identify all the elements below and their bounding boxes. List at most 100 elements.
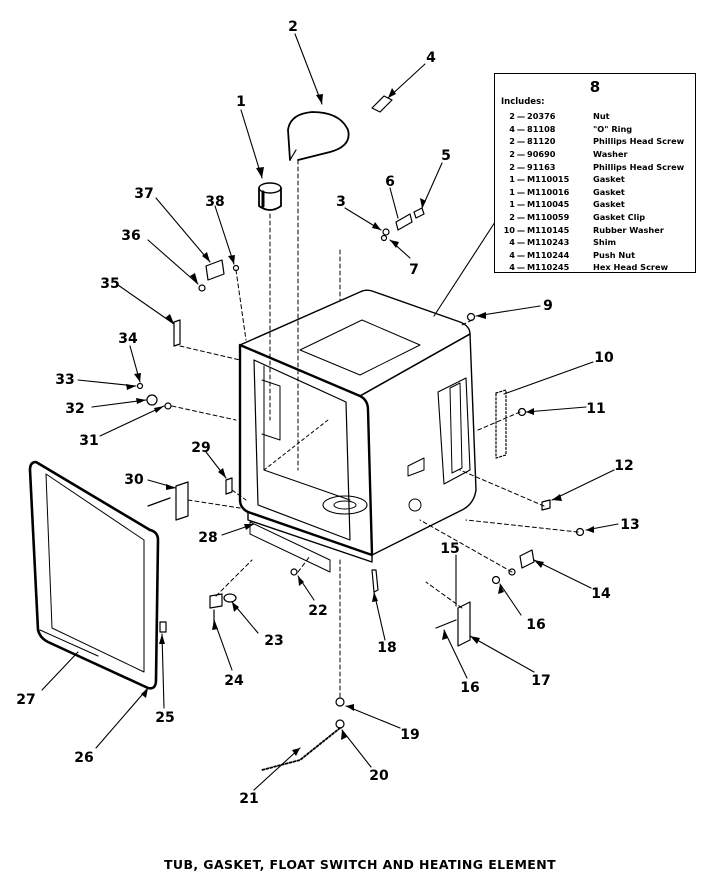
parts-list-row: 2—M110059 Gasket Clip — [501, 211, 695, 224]
part-number: 81108 — [527, 123, 556, 134]
parts-list-row: 2—20376 Nut — [501, 110, 695, 123]
part-dash: — — [516, 149, 526, 160]
callout-26: 26 — [74, 750, 93, 766]
part-quantity: 2 — [509, 161, 515, 172]
part-quantity: 1 — [509, 174, 515, 185]
callout-3: 3 — [336, 194, 346, 210]
part-quantity: 10 — [503, 224, 515, 235]
callout-5: 5 — [441, 148, 451, 164]
part-dash: — — [516, 224, 526, 235]
part-quantity: 4 — [509, 249, 515, 260]
door-gasket-drawing — [28, 460, 160, 690]
callout-38: 38 — [205, 194, 224, 210]
part-quantity: 4 — [509, 262, 515, 273]
part-dash: — — [516, 249, 526, 260]
parts-list-row: 2—90690 Washer — [501, 148, 695, 161]
tub-drawing — [238, 289, 477, 573]
arrowheads — [126, 88, 594, 756]
callout-25: 25 — [155, 710, 174, 726]
heating-element-drawing — [287, 111, 350, 161]
part-quantity: 1 — [509, 199, 515, 210]
parts-list-row: 1—M110015 Gasket — [501, 173, 695, 186]
part-quantity: 4 — [509, 237, 515, 248]
part-description: Hex Head Screw — [593, 262, 669, 273]
callout-17: 17 — [531, 673, 550, 689]
callout-13: 13 — [620, 517, 639, 533]
callout-33: 33 — [55, 372, 74, 388]
callout-35: 35 — [100, 276, 119, 292]
small-parts-drawing — [136, 95, 585, 771]
parts-list-row: 4—81108"O" Ring — [501, 123, 695, 136]
part-dash: — — [516, 212, 526, 223]
float-drawing — [258, 182, 282, 211]
part-dash: — — [516, 174, 526, 185]
part-number: M110045 — [527, 199, 570, 210]
callout-21: 21 — [239, 791, 258, 807]
callout-31: 31 — [79, 433, 98, 449]
callout-19: 19 — [400, 727, 419, 743]
part-dash: — — [516, 111, 526, 122]
callout-36: 36 — [121, 228, 140, 244]
callout-37: 37 — [134, 186, 153, 202]
part-quantity: 2 — [509, 212, 515, 223]
callout-24: 24 — [224, 673, 244, 689]
part-number: M110016 — [527, 186, 570, 197]
part-dash: — — [516, 161, 526, 172]
part-description: Push Nut — [593, 249, 635, 260]
callout-4: 4 — [426, 50, 436, 66]
part-number: M110245 — [527, 262, 570, 273]
callout-2: 2 — [288, 19, 298, 35]
callout-22: 22 — [308, 603, 327, 619]
callout-18: 18 — [377, 640, 396, 656]
part-number: M110145 — [527, 224, 570, 235]
part-description: Phillips Head Screw — [593, 161, 685, 172]
part-quantity: 2 — [509, 149, 515, 160]
parts-list-row: 10—M110145 Rubber Washer — [501, 223, 695, 236]
callout-9: 9 — [543, 298, 553, 314]
part-description: Gasket Clip — [593, 212, 646, 223]
part-quantity: 2 — [509, 111, 515, 122]
part-description: Rubber Washer — [593, 224, 664, 235]
callout-28: 28 — [198, 530, 217, 546]
part-number: 20376 — [527, 111, 556, 122]
part-number: 81120 — [527, 136, 556, 147]
callout-numbers: 1 2 3 4 5 6 7 9 10 11 12 13 14 15 16 16 … — [16, 19, 639, 807]
part-description: Shim — [593, 237, 617, 248]
callout-6: 6 — [385, 174, 395, 190]
part-description: Gasket — [593, 199, 625, 210]
callout-11: 11 — [586, 401, 605, 417]
part-description: Washer — [593, 149, 628, 160]
callout-23: 23 — [264, 633, 283, 649]
part-description: Gasket — [593, 174, 625, 185]
callout-29: 29 — [191, 440, 210, 456]
callout-8: 8 — [589, 78, 601, 96]
callout-7: 7 — [409, 262, 419, 278]
part-description: "O" Ring — [593, 123, 633, 134]
callout-34: 34 — [118, 331, 138, 347]
part-number: M110015 — [527, 174, 570, 185]
part-quantity: 4 — [509, 123, 515, 134]
part-description: Phillips Head Screw — [593, 136, 685, 147]
part-description: Gasket — [593, 186, 625, 197]
includes-heading: Includes: — [501, 97, 545, 107]
part-description: Nut — [593, 111, 610, 122]
part-number: M110059 — [527, 212, 570, 223]
part-number: 90690 — [527, 149, 556, 160]
callout-27: 27 — [16, 692, 35, 708]
diagram-caption: TUB, GASKET, FLOAT SWITCH AND HEATING EL… — [163, 857, 557, 872]
part-dash: — — [516, 186, 526, 197]
callout-10: 10 — [594, 350, 614, 366]
part-dash: — — [516, 136, 526, 147]
callout-1: 1 — [236, 94, 246, 110]
callout-14: 14 — [591, 586, 611, 602]
part-number: M110243 — [527, 237, 570, 248]
